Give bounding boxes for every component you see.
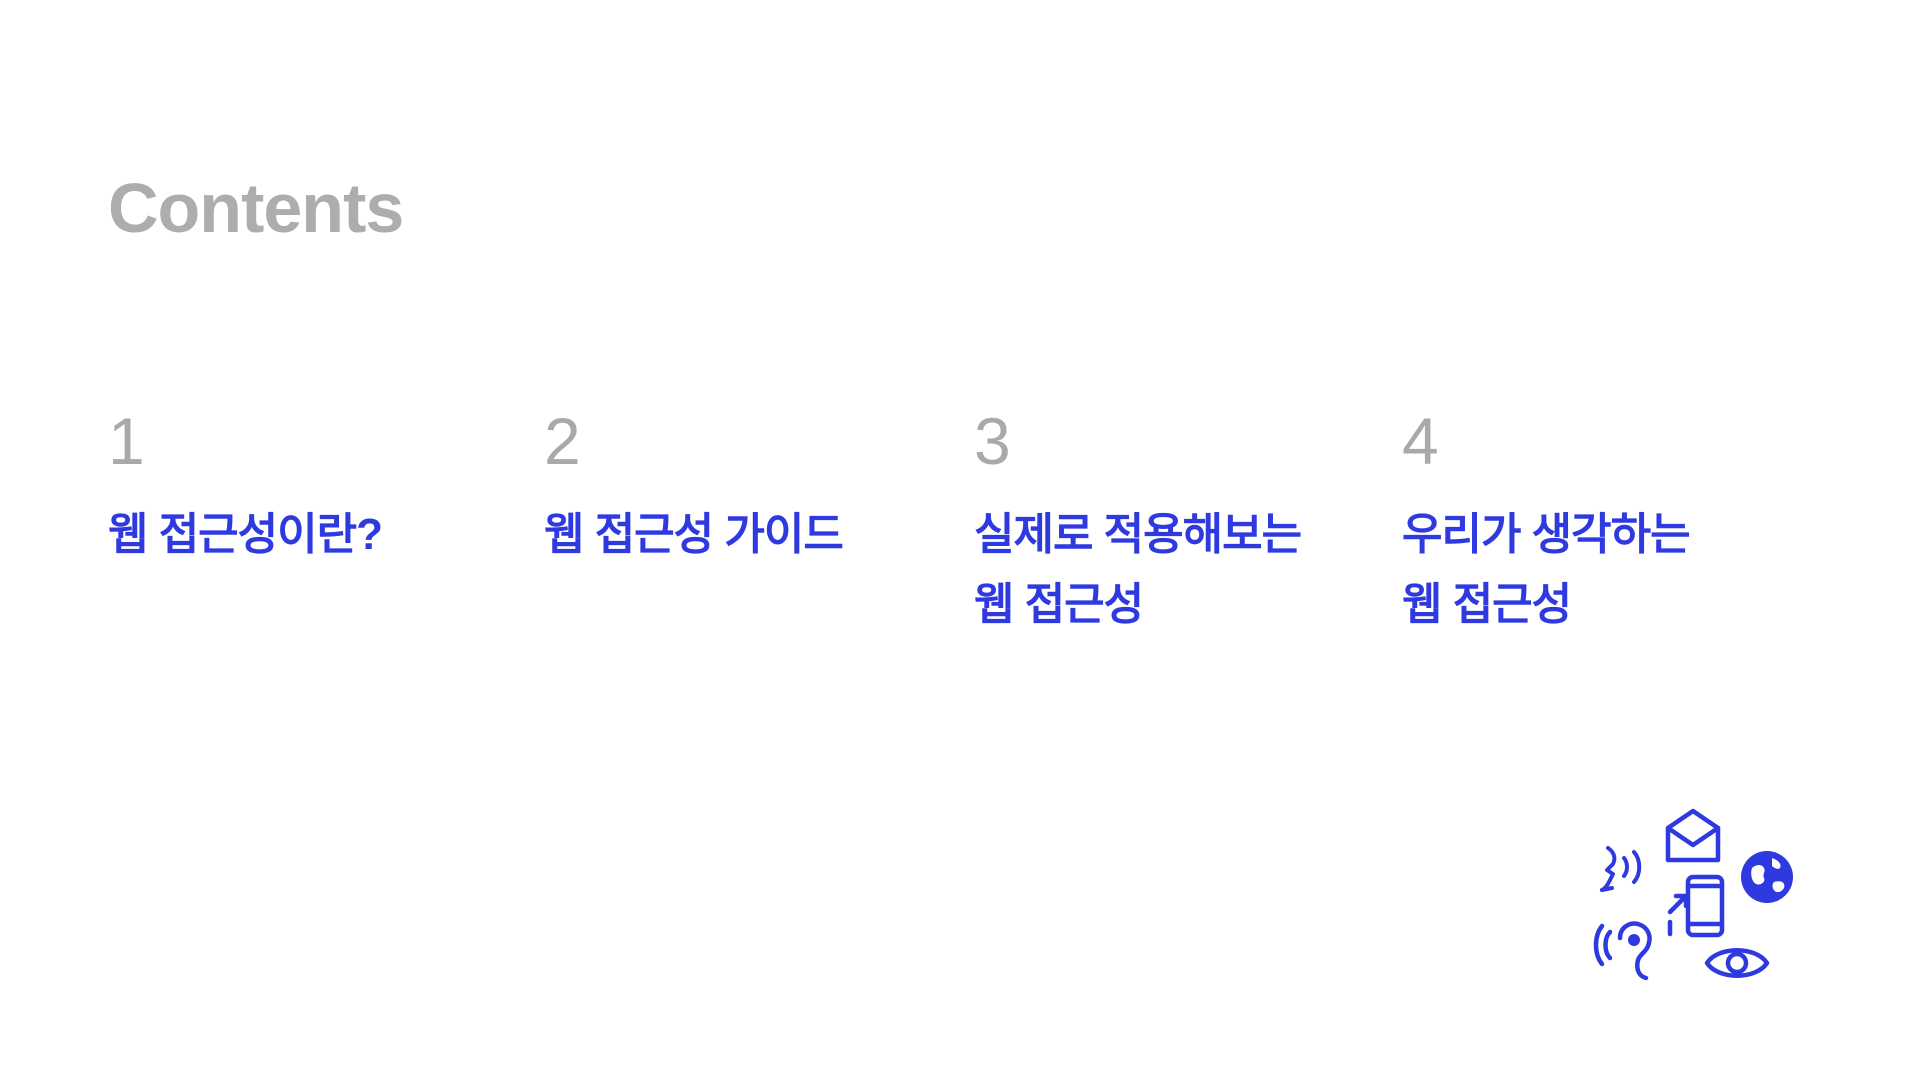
item-label-line: 웹 접근성: [1402, 580, 1572, 629]
item-label: 웹 접근성이란?: [108, 500, 508, 570]
item-label: 실제로 적용해보는 웹 접근성: [974, 500, 1374, 640]
item-number: 1: [108, 404, 145, 478]
globe-icon: [1741, 851, 1793, 903]
item-number: 3: [974, 404, 1011, 478]
accessibility-icon-cluster: [1590, 800, 1810, 1000]
contents-item-4: 4 우리가 생각하는 웹 접근성: [1402, 404, 1802, 640]
mobile-tap-icon: [1667, 874, 1725, 938]
item-label: 우리가 생각하는 웹 접근성: [1402, 500, 1802, 640]
eye-icon: [1704, 948, 1770, 978]
item-label-line: 웹 접근성 가이드: [544, 510, 844, 559]
ear-icon: [1593, 921, 1652, 981]
speech-icon: [1600, 846, 1642, 892]
mail-icon: [1665, 808, 1721, 863]
page-title: Contents: [108, 169, 404, 247]
contents-item-1: 1 웹 접근성이란?: [108, 404, 508, 570]
item-number: 4: [1402, 404, 1439, 478]
contents-item-2: 2 웹 접근성 가이드: [544, 404, 944, 570]
item-number: 2: [544, 404, 581, 478]
item-label-line: 웹 접근성이란?: [108, 510, 383, 559]
item-label: 웹 접근성 가이드: [544, 500, 944, 570]
item-label-line: 웹 접근성: [974, 580, 1144, 629]
contents-item-3: 3 실제로 적용해보는 웹 접근성: [974, 404, 1374, 640]
item-label-line: 우리가 생각하는: [1402, 510, 1691, 559]
item-label-line: 실제로 적용해보는: [974, 510, 1302, 559]
